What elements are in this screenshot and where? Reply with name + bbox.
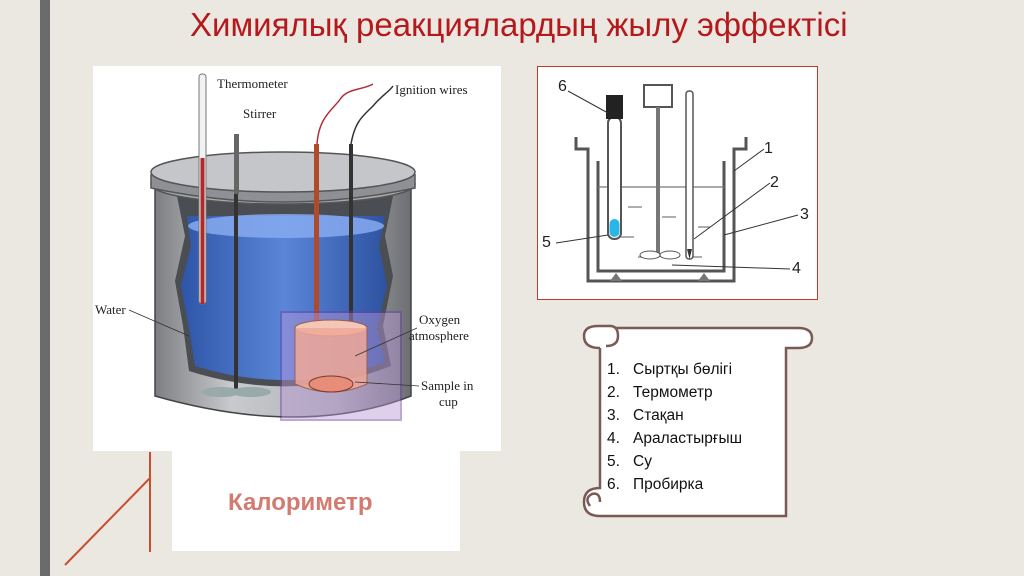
schematic-number-6: 6 bbox=[558, 78, 567, 95]
schematic-number-2: 2 bbox=[770, 174, 779, 191]
water-label: Water bbox=[95, 302, 126, 317]
list-item: 3.Стақан bbox=[607, 407, 684, 424]
page-title: Химиялық реакциялардың жылу эффектісі bbox=[190, 6, 848, 43]
schematic-number-1: 1 bbox=[764, 140, 773, 157]
list-item: 4.Араластырғыш bbox=[607, 430, 743, 447]
calorimeter-caption: Калориметр bbox=[228, 489, 373, 516]
legend-list: 1.Сыртқы бөлігі 2.Термометр 3.Стақан 4.А… bbox=[607, 358, 742, 496]
bomb-calorimeter-illustration: Thermometer Stirrer Ignition wires Water… bbox=[93, 66, 501, 451]
oxygen-label-line1: Oxygen bbox=[419, 312, 461, 327]
oxygen-label-line2: atmosphere bbox=[409, 328, 469, 343]
schematic-number-3: 3 bbox=[800, 206, 809, 223]
list-item: 1.Сыртқы бөлігі bbox=[607, 361, 733, 378]
schematic-number-4: 4 bbox=[792, 260, 801, 277]
sample-label-line2: cup bbox=[439, 394, 458, 409]
stirrer-label: Stirrer bbox=[243, 106, 277, 121]
schematic-number-5: 5 bbox=[542, 234, 551, 251]
thermometer-label: Thermometer bbox=[217, 76, 288, 91]
list-item: 2.Термометр bbox=[607, 384, 713, 401]
calorimeter-schematic: 6 1 2 3 4 5 bbox=[537, 66, 818, 300]
list-item: 5.Су bbox=[607, 453, 652, 470]
list-item: 6.Пробирка bbox=[607, 476, 704, 493]
legend-scroll bbox=[582, 324, 814, 518]
ignition-wires-label: Ignition wires bbox=[395, 82, 468, 97]
sample-label-line1: Sample in bbox=[421, 378, 474, 393]
left-accent-bar bbox=[40, 0, 50, 576]
